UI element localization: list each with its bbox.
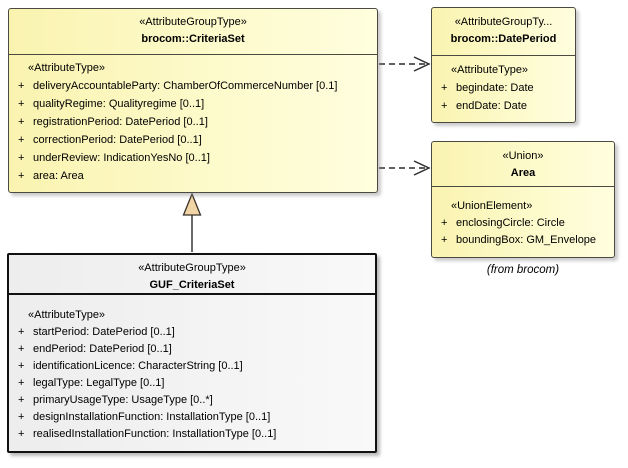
attributes-compartment: «AttributeType» + begindate: Date + endDat… xyxy=(432,56,575,115)
visibility-symbol: + xyxy=(18,134,25,146)
attribute-text: correctionPeriod: DatePeriod [0..1] xyxy=(33,134,202,146)
stereotype-label: «Union» xyxy=(502,150,544,162)
attribute-row: + legalType: LegalType [0..1] xyxy=(9,375,375,392)
visibility-symbol: + xyxy=(441,82,448,94)
attribute-row: + begindate: Date xyxy=(432,79,575,97)
attribute-text: enclosingCircle: Circle xyxy=(456,217,565,229)
attribute-row: + boundingBox: GM_Envelope xyxy=(432,232,614,249)
attribute-row: + enclosingCircle: Circle xyxy=(432,215,614,232)
attribute-row: + registrationPeriod: DatePeriod [0..1] xyxy=(9,113,377,131)
stereotype-label: «AttributeGroupType» xyxy=(139,16,247,28)
visibility-symbol: + xyxy=(18,394,25,406)
visibility-symbol: + xyxy=(18,80,25,92)
attribute-row: + area: Area xyxy=(9,167,377,185)
attribute-row: + underReview: IndicationYesNo [0..1] xyxy=(9,149,377,167)
visibility-symbol: + xyxy=(18,360,25,372)
attribute-text: qualityRegime: Qualityregime [0..1] xyxy=(33,98,205,110)
attribute-header: «AttributeType» xyxy=(28,309,106,321)
attribute-row: + startPeriod: DatePeriod [0..1] xyxy=(9,324,375,341)
attribute-text: legalType: LegalType [0..1] xyxy=(33,377,165,389)
attribute-text: registrationPeriod: DatePeriod [0..1] xyxy=(33,116,208,128)
class-title: «AttributeGroupType» GUF_CriteriaSet xyxy=(9,255,375,295)
attribute-text: realisedInstallationFunction: Installati… xyxy=(33,428,277,440)
attributes-compartment: «AttributeType» + deliveryAccountablePart… xyxy=(9,55,377,185)
generalization-arrow[interactable] xyxy=(182,192,202,252)
visibility-symbol: + xyxy=(18,326,25,338)
visibility-symbol: + xyxy=(18,428,25,440)
attribute-text: endDate: Date xyxy=(456,100,527,112)
attribute-row: + deliveryAccountableParty: ChamberOfComm… xyxy=(9,77,377,95)
attributes-compartment: «AttributeType» + startPeriod: DatePeriod… xyxy=(9,295,375,443)
visibility-symbol: + xyxy=(441,100,448,112)
visibility-symbol: + xyxy=(18,170,25,182)
attribute-text: designInstallationFunction: Installation… xyxy=(33,411,271,423)
stereotype-label: «AttributeGroupTy... xyxy=(454,16,553,28)
dependency-arrow-area[interactable] xyxy=(379,160,431,176)
visibility-symbol: + xyxy=(18,411,25,423)
class-title: «AttributeGroupTy... brocom::DatePeriod xyxy=(432,8,575,56)
attribute-header: «AttributeType» xyxy=(28,62,106,74)
attribute-text: primaryUsageType: UsageType [0..*] xyxy=(33,394,213,406)
class-name: GUF_CriteriaSet xyxy=(149,279,235,291)
class-title: «AttributeGroupType» brocom::CriteriaSet xyxy=(9,9,377,55)
visibility-symbol: + xyxy=(18,152,25,164)
class-box-brocom-dateperiod[interactable]: «AttributeGroupTy... brocom::DatePeriod … xyxy=(431,7,576,123)
class-name: Area xyxy=(510,167,536,179)
class-box-area[interactable]: «Union» Area «UnionElement» + enclosingCi… xyxy=(431,141,615,258)
attribute-row: + identificationLicence: CharacterString … xyxy=(9,358,375,375)
class-box-guf-criteriaset[interactable]: «AttributeGroupType» GUF_CriteriaSet «At… xyxy=(7,253,377,453)
attribute-text: underReview: IndicationYesNo [0..1] xyxy=(33,152,210,164)
dependency-arrow-dateperiod[interactable] xyxy=(379,56,431,72)
attribute-row: + endPeriod: DatePeriod [0..1] xyxy=(9,341,375,358)
attribute-row: + realisedInstallationFunction: Installat… xyxy=(9,426,375,443)
class-name: brocom::CriteriaSet xyxy=(141,33,245,45)
attribute-row: + endDate: Date xyxy=(432,97,575,115)
class-name: brocom::DatePeriod xyxy=(450,33,557,45)
visibility-symbol: + xyxy=(18,116,25,128)
attribute-row: + correctionPeriod: DatePeriod [0..1] xyxy=(9,131,377,149)
attribute-header: «UnionElement» xyxy=(451,200,533,212)
visibility-symbol: + xyxy=(441,217,448,229)
attribute-text: identificationLicence: CharacterString [… xyxy=(33,360,243,372)
attribute-text: deliveryAccountableParty: ChamberOfComme… xyxy=(33,80,338,92)
attribute-header: «AttributeType» xyxy=(451,64,529,76)
visibility-symbol: + xyxy=(18,377,25,389)
attribute-text: area: Area xyxy=(33,170,84,182)
attribute-text: endPeriod: DatePeriod [0..1] xyxy=(33,343,172,355)
visibility-symbol: + xyxy=(18,343,25,355)
visibility-symbol: + xyxy=(441,234,448,246)
attribute-row: + primaryUsageType: UsageType [0..*] xyxy=(9,392,375,409)
class-title: «Union» Area xyxy=(432,142,614,187)
stereotype-label: «AttributeGroupType» xyxy=(138,262,246,274)
attribute-row: + designInstallationFunction: Installatio… xyxy=(9,409,375,426)
attribute-text: boundingBox: GM_Envelope xyxy=(456,234,597,246)
class-box-brocom-criteriaset[interactable]: «AttributeGroupType» brocom::CriteriaSet… xyxy=(8,8,378,193)
attribute-row: + qualityRegime: Qualityregime [0..1] xyxy=(9,95,377,113)
from-package-note: (from brocom) xyxy=(486,264,560,276)
attribute-text: startPeriod: DatePeriod [0..1] xyxy=(33,326,175,338)
attributes-compartment: «UnionElement» +enclosingCircle: Circle … xyxy=(432,187,614,249)
attribute-text: begindate: Date xyxy=(456,82,534,94)
visibility-symbol: + xyxy=(18,98,25,110)
